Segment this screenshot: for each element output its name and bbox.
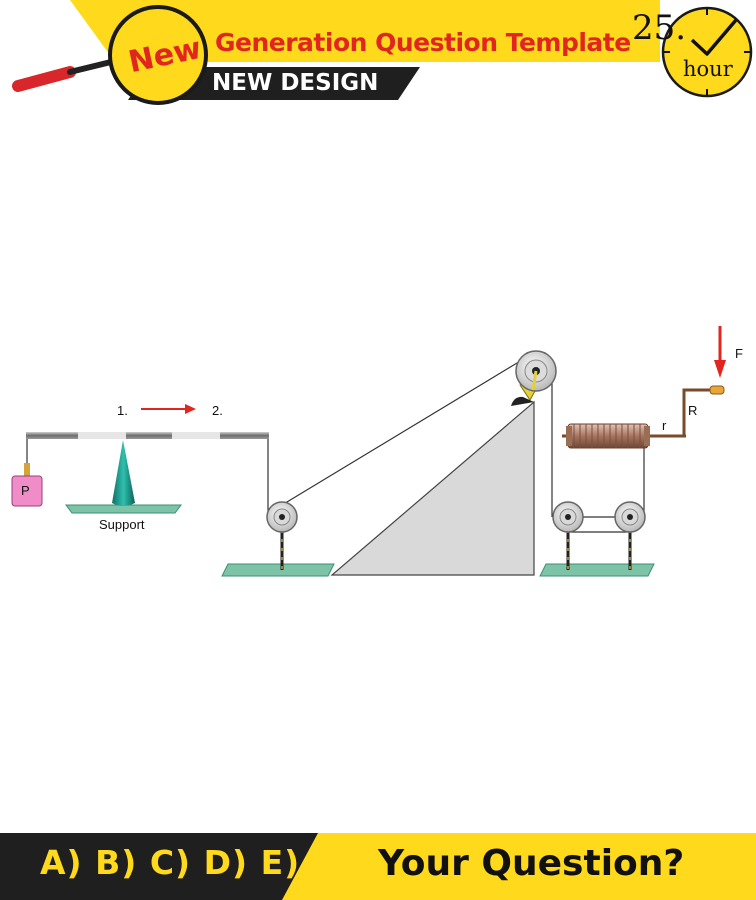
clock-unit: hour	[683, 57, 733, 81]
support-cone	[112, 440, 135, 506]
lever-rod	[26, 432, 269, 439]
right-floor-platform	[539, 563, 655, 577]
page-title: Generation Question Template	[215, 28, 631, 57]
header-banner	[12, 0, 753, 105]
footer-bar	[0, 833, 756, 900]
position-label-two: 2.	[212, 403, 223, 418]
checkmark-icon	[690, 18, 738, 56]
position-label-one: 1.	[117, 403, 128, 418]
winch-coil-lines	[573, 424, 641, 448]
answer-choices: A) B) C) D) E)	[40, 843, 301, 882]
left-floor-platform	[221, 563, 335, 577]
weight-label: P	[21, 483, 30, 498]
crank-handle	[709, 385, 725, 395]
magnifier-icon	[12, 5, 208, 105]
big-radius-label: R	[688, 403, 698, 418]
support-label: Support	[99, 517, 145, 532]
small-radius-label: r	[662, 418, 667, 433]
clock-icon	[661, 6, 753, 98]
question-prompt: Your Question?	[378, 843, 685, 884]
page-subtitle: NEW DESIGN	[212, 70, 379, 96]
mechanism-diagram	[11, 326, 726, 577]
clock-number: 25.	[632, 8, 687, 48]
support-platform	[65, 504, 182, 514]
inclined-plane	[330, 400, 535, 576]
force-arrow-icon	[714, 326, 726, 378]
winch-crank	[682, 388, 712, 436]
weight-box	[11, 475, 43, 507]
force-label: F	[735, 346, 743, 361]
